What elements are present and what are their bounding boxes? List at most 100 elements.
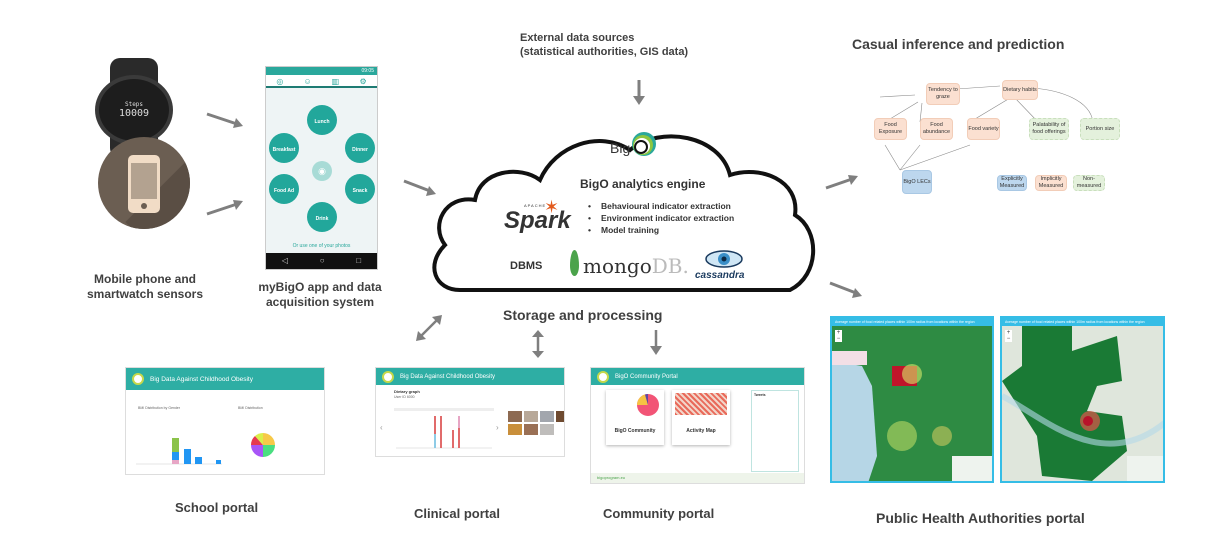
pha-portal-label: Public Health Authorities portal [876,510,1085,526]
node-food-exposure: Food Exposure [874,118,907,140]
bigo-logo-icon [132,373,144,385]
node-tendency-to-graze: Tendency to graze [926,83,960,105]
meal-button-breakfast[interactable]: Breakfast [269,133,299,163]
engine-title: BigO analytics engine [580,177,706,191]
bmi-gender-bar-chart [136,438,222,465]
pha-map-2[interactable]: Average number of food related places wi… [1000,316,1165,483]
cassandra-logo: cassandra [695,270,745,281]
arrow-cloud-to-pha [829,281,862,298]
bullet-item: Model training [588,224,734,236]
node-palatability: Palatability of food offerings [1029,118,1069,140]
food-photo[interactable] [508,411,522,422]
food-photo[interactable] [524,411,538,422]
legend-implicit: Implicitly Measured [1035,175,1067,191]
meal-button-snack[interactable]: Snack [345,174,375,204]
heatmap-1 [832,351,992,481]
tweets-title: Tweets [754,393,766,397]
zoom-controls[interactable]: +− [1005,330,1012,342]
mongo-text: mongo [583,254,652,278]
spark-star-icon: ✶ [544,197,560,217]
engine-bullets: Behavioural indicator extraction Environ… [588,200,734,236]
arrow-cloud-clinical-bidirectional [532,330,544,358]
prev-arrow-icon[interactable]: ‹ [380,423,383,432]
clinical-portal-screenshot: Big Data Against Childhood Obesity Dieta… [375,367,565,457]
use-photos-link[interactable]: Or use one of your photos [292,243,351,249]
arrow-app-to-cloud [403,179,436,196]
legend-non-measured: Non-measured [1073,175,1105,191]
mongodb-logo: mongoDB. [583,254,689,278]
user-id: User ID 6000 [394,395,415,399]
bullet-item: Behavioural indicator extraction [588,200,734,212]
legend-explicit: Explicitly Measured [997,175,1027,191]
node-food-variety: Food variety [967,118,1000,140]
home-icon[interactable]: ○ [319,256,325,265]
food-photo[interactable] [540,424,554,435]
community-footer: bigoprogram.eu [591,473,804,483]
activity-map-card[interactable]: Activity Map [672,390,730,445]
phone-icon [98,137,190,229]
back-icon[interactable]: ◁ [281,256,289,265]
node-dietary-habits: Dietary habits [1002,80,1038,100]
community-pie-icon [637,394,659,416]
app-status-bar: 09:05 [266,67,377,75]
arrow-external-to-cloud [633,80,645,105]
map2-title: Average number of food related places wi… [1002,318,1163,326]
arrow-watch-to-app [206,112,243,128]
mybigo-app-screenshot: 09:05 ◎ ☺ ▥ ⚙ Lunch Breakfast Dinner ◉ F… [265,66,378,270]
node-portion-size: Portion size [1080,118,1120,140]
food-photo[interactable] [540,411,554,422]
app-label: myBigO app and data acquisition system [258,280,382,309]
food-photo[interactable] [556,411,564,422]
sensors-label: Mobile phone and smartwatch sensors [86,272,204,301]
arrow-cloud-to-causal [825,175,858,190]
activity-map-thumbnail [675,393,727,415]
pha-map-1[interactable]: Average number of food related places wi… [830,316,994,483]
food-photo[interactable] [524,424,538,435]
external-sources-subtitle: (statistical authorities, GIS data) [520,45,689,58]
external-sources-title: External data sources [520,32,635,44]
arrow-phone-to-app [206,200,243,216]
storage-label: Storage and processing [503,307,663,323]
status-time: 09:05 [361,68,374,74]
food-photo-grid [508,411,564,435]
meal-button-lunch[interactable]: Lunch [307,105,337,135]
meal-button-drink[interactable]: Drink [307,202,337,232]
school-portal-label: School portal [175,500,259,515]
spark-apache-text: APACHE [524,203,547,208]
map1-title: Average number of food related places wi… [832,318,992,326]
node-bigo-lecs: BigO LECs [902,170,932,194]
zoom-controls[interactable]: +− [835,330,842,342]
twitter-feed[interactable]: Tweets [751,390,799,472]
user-icon[interactable]: ☺ [303,77,312,86]
activity-map-card-title: Activity Map [686,428,716,434]
bmi-distribution-title: BMI Distribution [238,406,263,410]
meal-button-food-ad[interactable]: Food Ad [269,174,299,204]
causal-title: Casual inference and prediction [852,36,1065,52]
bigo-community-card-title: BigO Community [614,428,656,434]
cassandra-eye-icon [705,250,743,268]
arrow-cloud-school-bidirectional [416,315,442,341]
recent-icon[interactable]: □ [356,256,362,265]
meal-button-dinner[interactable]: Dinner [345,133,375,163]
community-portal-screenshot: BigO Community Portal BigO Community Act… [590,367,805,484]
next-arrow-icon[interactable]: › [496,423,499,432]
bigo-community-card[interactable]: BigO Community [606,390,664,445]
camera-icon[interactable]: ◉ [312,161,332,181]
food-photo[interactable] [508,424,522,435]
dietary-bar-chart [394,408,494,449]
school-portal-screenshot: Big Data Against Childhood Obesity BMI D… [125,367,325,475]
mongo-db-text: DB. [651,254,689,278]
watch-steps-value: 10009 [118,108,150,119]
mongodb-leaf-icon [570,250,579,276]
clinical-portal-label: Clinical portal [414,506,500,521]
bigo-logo-icon [382,370,394,383]
footer-site-link[interactable]: bigoprogram.eu [597,475,626,480]
clinical-portal-header: Big Data Against Childhood Obesity [400,373,496,380]
gear-icon[interactable]: ⚙ [359,77,367,86]
spark-logo: Spark [504,207,571,234]
community-portal-header: BigO Community Portal [615,373,678,380]
node-food-abundance: Food abundance [920,118,953,140]
chart-icon[interactable]: ▥ [331,77,340,86]
camera-icon[interactable]: ◎ [276,77,284,86]
bmi-gender-title: BMI Distribution by Gender [138,406,181,410]
